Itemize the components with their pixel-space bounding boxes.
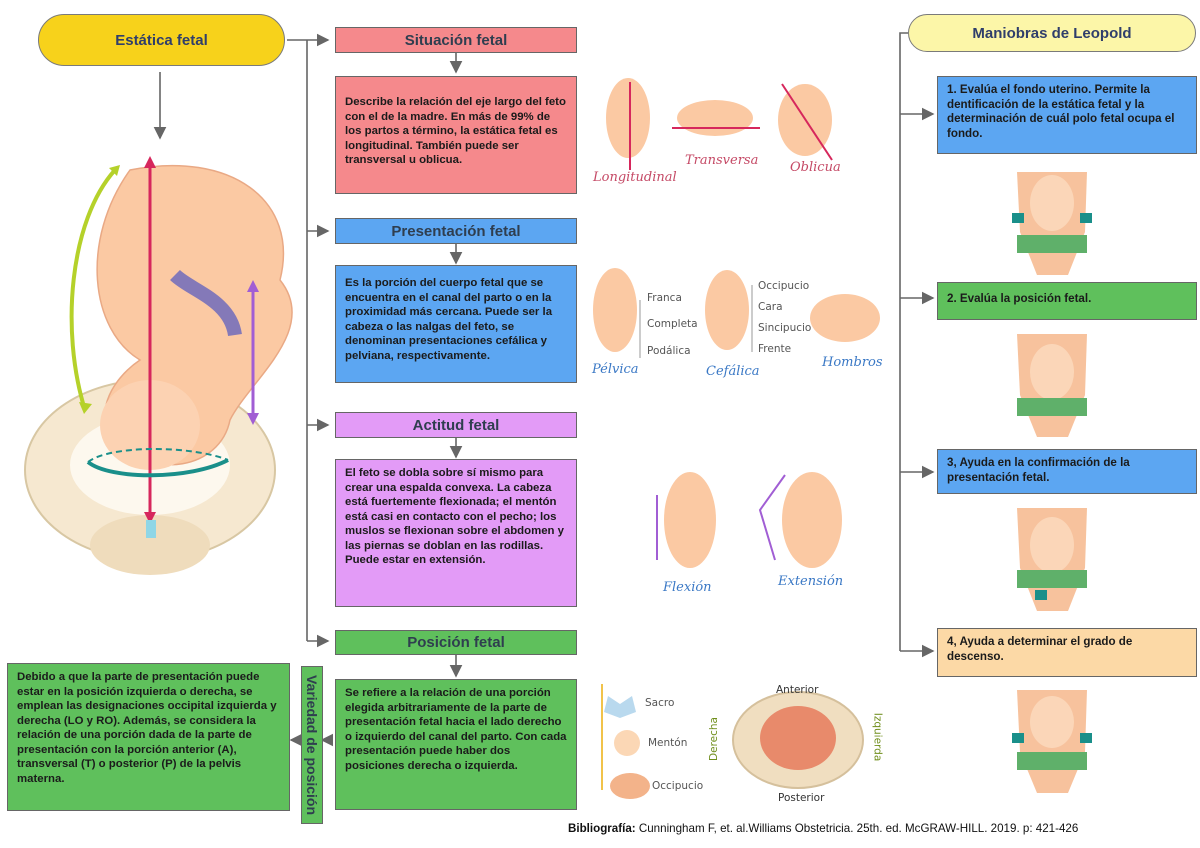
actitud-fetal-text: El feto se dobla sobre sí mismo para cre… xyxy=(335,459,577,607)
estatica-fetal-pill: Estática fetal xyxy=(38,14,285,66)
leopold-step-1: 1. Evalúa el fondo uterino. Permite la d… xyxy=(937,76,1197,154)
presentacion-fetal-header: Presentación fetal xyxy=(335,218,577,244)
posicion-fetal-text: Se refiere a la relación de una porción … xyxy=(335,679,577,810)
bibliography: Bibliografía: Cunningham F, et. al.Willi… xyxy=(568,822,1198,835)
bibliography-text: Cunningham F, et. al.Williams Obstetrici… xyxy=(635,822,1079,835)
transversa-label: Transversa xyxy=(685,153,759,168)
leopold-pill: Maniobras de Leopold xyxy=(908,14,1196,52)
actitud-fetal-title: Actitud fetal xyxy=(412,416,500,434)
presentacion-fetal-title: Presentación fetal xyxy=(391,222,521,240)
situacion-fetal-header: Situación fetal xyxy=(335,27,577,53)
frente-label: Frente xyxy=(758,343,792,355)
leopold-step-3: 3, Ayuda en la confirmación de la presen… xyxy=(937,449,1197,494)
podalica-label: Podálica xyxy=(647,345,691,357)
oblicua-label: Oblicua xyxy=(790,160,841,175)
occipucio-pos-label: Occipucio xyxy=(652,780,704,792)
sacro-label: Sacro xyxy=(645,697,675,709)
estatica-fetal-title: Estática fetal xyxy=(115,31,208,49)
posicion-fetal-header: Posición fetal xyxy=(335,630,577,655)
posterior-label: Posterior xyxy=(778,792,825,804)
leopold-step-4: 4, Ayuda a determinar el grado de descen… xyxy=(937,628,1197,677)
leopold-title: Maniobras de Leopold xyxy=(972,24,1132,42)
situacion-fetal-title: Situación fetal xyxy=(404,31,508,49)
bibliography-label: Bibliografía: xyxy=(568,822,636,835)
hombros-label: Hombros xyxy=(822,355,883,370)
presentacion-fetal-text: Es la porción del cuerpo fetal que se en… xyxy=(335,265,577,383)
cara-label: Cara xyxy=(758,301,783,313)
franca-label: Franca xyxy=(647,292,682,304)
anterior-label: Anterior xyxy=(776,684,819,696)
sincipucio-label: Sincipucio xyxy=(758,322,812,334)
occipucio-label: Occipucio xyxy=(758,280,810,292)
leopold-step-2: 2. Evalúa la posición fetal. xyxy=(937,282,1197,320)
cefalica-label: Cefálica xyxy=(706,364,760,379)
extension-label: Extensión xyxy=(778,574,844,589)
situacion-fetal-text: Describe la relación del eje largo del f… xyxy=(335,76,577,194)
longitudinal-label: Longitudinal xyxy=(593,170,677,185)
pelvica-label: Pélvica xyxy=(592,362,639,377)
variedad-posicion-label-box: Variedad de posición xyxy=(301,666,323,824)
actitud-fetal-header: Actitud fetal xyxy=(335,412,577,438)
menton-label: Mentón xyxy=(648,737,688,749)
flexion-label: Flexión xyxy=(663,580,712,595)
posicion-fetal-title: Posición fetal xyxy=(407,634,505,651)
completa-label: Completa xyxy=(647,318,698,330)
variedad-posicion-text: Debido a que la parte de presentación pu… xyxy=(7,663,290,811)
